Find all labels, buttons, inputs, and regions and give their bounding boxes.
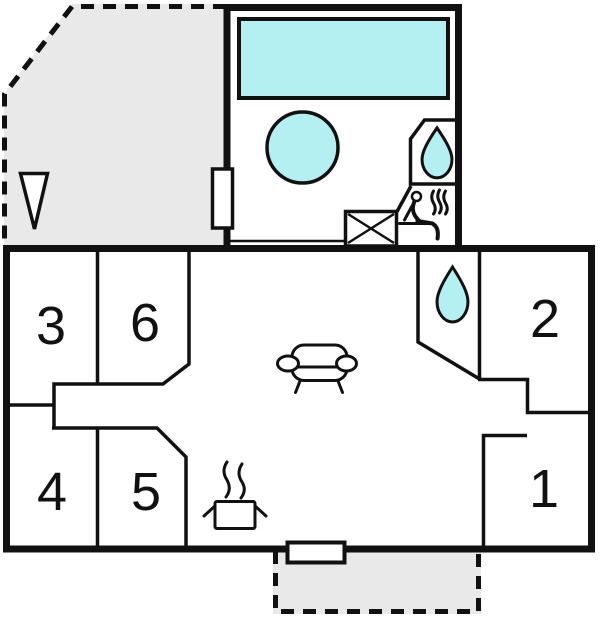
stove-icon [202,460,268,530]
terrace-bottom-border [273,551,481,614]
down-triangle-icon [18,171,50,230]
crossed-box [343,209,399,248]
terrace-top-left-border [2,4,226,246]
sofa-icon [276,343,358,394]
sauna-room-angled-wall [394,185,413,214]
door-bottom-icon [285,540,347,565]
room-5-label: 5 [131,462,161,522]
pot-steam-line [222,460,231,499]
sauna-icon [398,188,449,241]
terrace-top-left-area [4,4,227,246]
room-6-label: 6 [130,293,160,353]
pot-steam-line [237,462,246,500]
hot-tub-icon [265,110,340,185]
sauna-steam-line [442,189,449,216]
upper-bathroom-walls [408,118,458,186]
door-left-icon [210,167,235,230]
terrace-bottom-area [273,549,481,614]
wall-room1 [481,433,527,549]
terrace-top-left [2,4,227,246]
hallway-bottom-wall [52,426,188,549]
box-x-lines [347,212,395,245]
room-1-label: 1 [529,459,559,519]
lower-bathroom-walls [416,252,481,381]
room-3-label: 3 [36,296,66,356]
lower-bathroom-drop [437,267,468,322]
sauna-person-leg [415,219,440,241]
water-drop-icon [437,267,468,322]
upper-bathroom [411,120,459,184]
sofa-armrest [335,354,358,373]
sofa-legs [294,379,344,394]
sauna-steam-line [430,189,437,216]
wall-room2-bottom [478,377,592,415]
sauna-person-arm [403,204,414,222]
pool-room [230,17,450,243]
sauna-room [394,185,449,241]
hallway-top-wall [52,252,191,429]
sauna-person-head [410,190,423,203]
pot-body [213,500,257,530]
room-4-label: 4 [37,462,67,522]
sofa-armrest [276,354,300,373]
swimming-pool-icon [237,17,450,100]
terrace-bottom [273,549,481,614]
water-drop-icon [422,128,452,178]
room-2-label: 2 [530,289,560,349]
lower-building-walls [3,245,595,553]
sauna-steam-line [436,188,443,215]
